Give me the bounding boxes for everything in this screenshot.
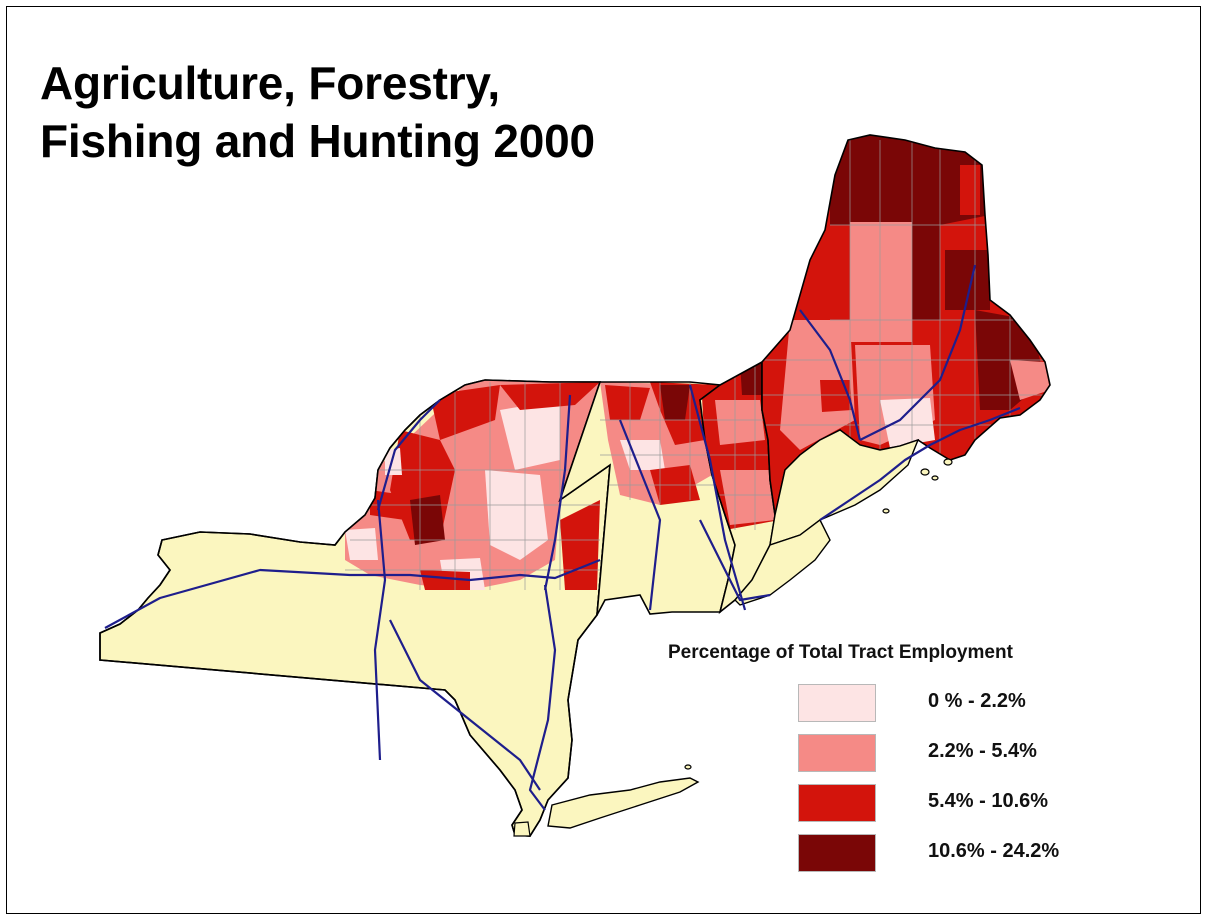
legend-item-class-4: 10.6% - 24.2%: [798, 834, 1158, 872]
legend-title: Percentage of Total Tract Employment: [668, 642, 1013, 663]
long-island: [547, 777, 700, 829]
state-maine: [761, 134, 1051, 516]
legend-label: 10.6% - 24.2%: [928, 840, 1060, 862]
state-new-york: [99, 379, 700, 837]
title-line-2: Fishing and Hunting 2000: [40, 115, 595, 167]
legend-label: 2.2% - 5.4%: [928, 740, 1037, 762]
map-legend: Percentage of Total Tract Employment 0 %…: [668, 642, 1168, 872]
title-line-1: Agriculture, Forestry,: [40, 57, 500, 109]
state-new-hampshire: [699, 360, 776, 615]
coastal-islands: [684, 458, 953, 770]
legend-swatch: [798, 684, 876, 722]
legend-item-class-3: 5.4% - 10.6%: [798, 784, 1158, 822]
map-title: Agriculture, Forestry, Fishing and Hunti…: [40, 54, 595, 170]
legend-item-class-2: 2.2% - 5.4%: [798, 734, 1158, 772]
legend-swatch: [798, 834, 876, 872]
legend-label: 0 % - 2.2%: [928, 690, 1026, 712]
legend-swatch: [798, 784, 876, 822]
state-vermont: [558, 381, 736, 616]
legend-item-class-1: 0 % - 2.2%: [798, 684, 1158, 722]
highways: [104, 264, 1021, 811]
legend-label: 5.4% - 10.6%: [928, 790, 1049, 812]
new-hampshire-tracts: [700, 362, 775, 530]
coastal-area: [734, 429, 920, 606]
new-york-tracts: [345, 380, 600, 590]
legend-swatch: [798, 734, 876, 772]
maine-tracts: [762, 135, 1050, 460]
